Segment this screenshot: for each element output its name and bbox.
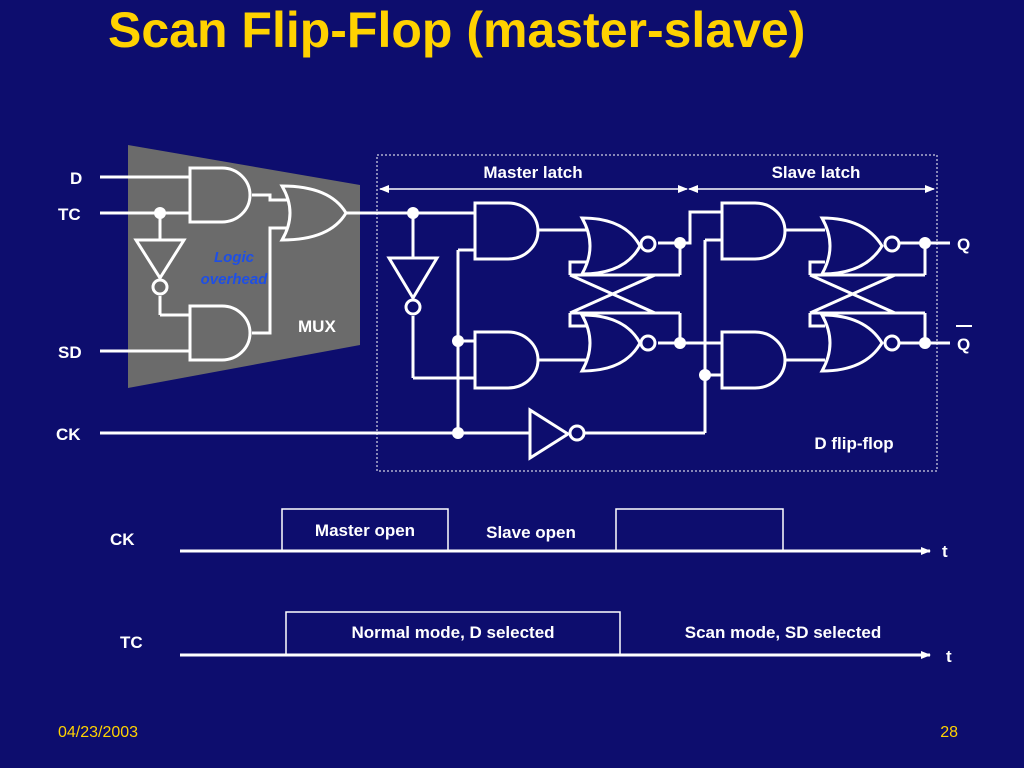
- slave-nor-gate-bottom: [819, 313, 884, 373]
- master-nor-bubble-top: [639, 235, 657, 253]
- master-nor-gate-top: [579, 216, 642, 276]
- input-sd-label: SD: [58, 343, 82, 362]
- tc-scan-mode-text: Scan mode, SD selected: [685, 623, 882, 642]
- gates: [133, 166, 901, 461]
- slave-latch-label: Slave latch: [772, 163, 861, 182]
- ck-timing-label: CK: [110, 530, 135, 549]
- slave-and-gate-bottom: [720, 330, 787, 390]
- dff-box: [376, 154, 938, 472]
- master-inverter: [386, 256, 440, 301]
- master-latch-label: Master latch: [483, 163, 582, 182]
- tc-axis-label: t: [946, 647, 952, 666]
- master-nor-gate-bottom: [579, 313, 642, 373]
- slave-and-gate-top: [720, 201, 787, 261]
- ck-axis-label: t: [942, 542, 948, 561]
- mux-and-gate-bottom: [188, 304, 252, 362]
- slide-title: Scan Flip-Flop (master-slave): [108, 2, 806, 58]
- slave-nor-bubble-bottom: [883, 334, 901, 352]
- footer-page-number: 28: [940, 724, 958, 741]
- master-inverter-bubble: [404, 298, 422, 316]
- input-ck-label: CK: [56, 425, 81, 444]
- input-tc-label: TC: [58, 205, 81, 224]
- clock-inverter: [528, 407, 571, 461]
- logic-overhead-line1: Logic: [214, 249, 255, 266]
- mux-label: MUX: [298, 317, 336, 336]
- master-nor-bubble-bottom: [639, 334, 657, 352]
- master-and-gate-bottom: [473, 330, 540, 390]
- mux-and-gate-top: [188, 166, 252, 224]
- ck-master-open-text: Master open: [315, 521, 415, 540]
- tc-timing: TC Normal mode, D selected Scan mode, SD…: [120, 611, 952, 666]
- mux-region: [128, 145, 360, 388]
- output-qbar-label: Q: [957, 335, 970, 354]
- tc-normal-mode-text: Normal mode, D selected: [351, 623, 554, 642]
- footer-date: 04/23/2003: [58, 724, 139, 741]
- ck-slave-open-text: Slave open: [486, 523, 576, 542]
- logic-overhead-line2: overhead: [201, 271, 269, 288]
- slave-nor-bubble-top: [883, 235, 901, 253]
- dff-label: D flip-flop: [814, 434, 893, 453]
- tc-timing-label: TC: [120, 633, 143, 652]
- ck-waveform: [180, 508, 784, 552]
- tc-inverter-bubble: [151, 278, 169, 296]
- master-and-gate-top: [473, 201, 540, 261]
- slave-nor-gate-top: [819, 216, 884, 276]
- junction-dots: [154, 207, 931, 439]
- mux-or-gate: [279, 184, 348, 242]
- clock-inverter-bubble: [568, 424, 586, 442]
- tc-inverter: [133, 238, 187, 281]
- output-q-label: Q: [957, 235, 970, 254]
- ck-timing: CK Master open Slave open t: [110, 508, 948, 561]
- input-d-label: D: [70, 169, 82, 188]
